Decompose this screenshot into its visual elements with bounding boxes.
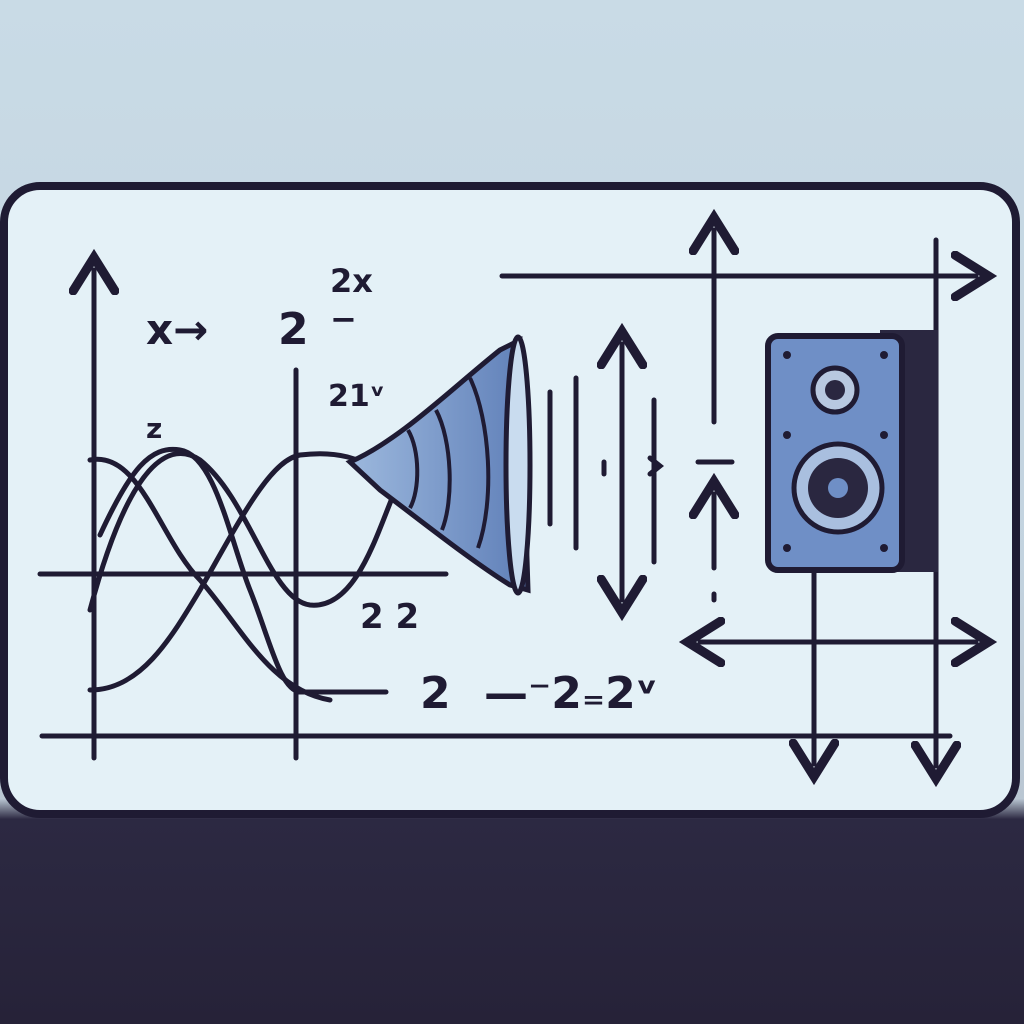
label-exponent: 2x bbox=[330, 262, 373, 300]
wave-curve-4 bbox=[97, 446, 303, 695]
wave-curves bbox=[87, 446, 403, 703]
label-pair: 2 2 bbox=[360, 597, 419, 637]
label-small-minus: − bbox=[330, 300, 357, 338]
label-x-arrow: x→ bbox=[146, 305, 208, 354]
horn-icon bbox=[345, 334, 533, 596]
speaker-icon bbox=[765, 330, 938, 573]
wave-curve-3 bbox=[87, 451, 381, 693]
wave-curve-2 bbox=[87, 451, 403, 613]
label-curve: z bbox=[146, 412, 162, 445]
label-bottom-right: —⁻2₌2ᵛ bbox=[484, 668, 658, 719]
woofer-icon bbox=[791, 441, 885, 535]
tweeter-icon bbox=[810, 365, 860, 415]
label-mid-left: 21ᵛ bbox=[328, 379, 385, 414]
label-bottom-left: 2 bbox=[420, 668, 451, 719]
label-base: 2 bbox=[278, 304, 309, 355]
